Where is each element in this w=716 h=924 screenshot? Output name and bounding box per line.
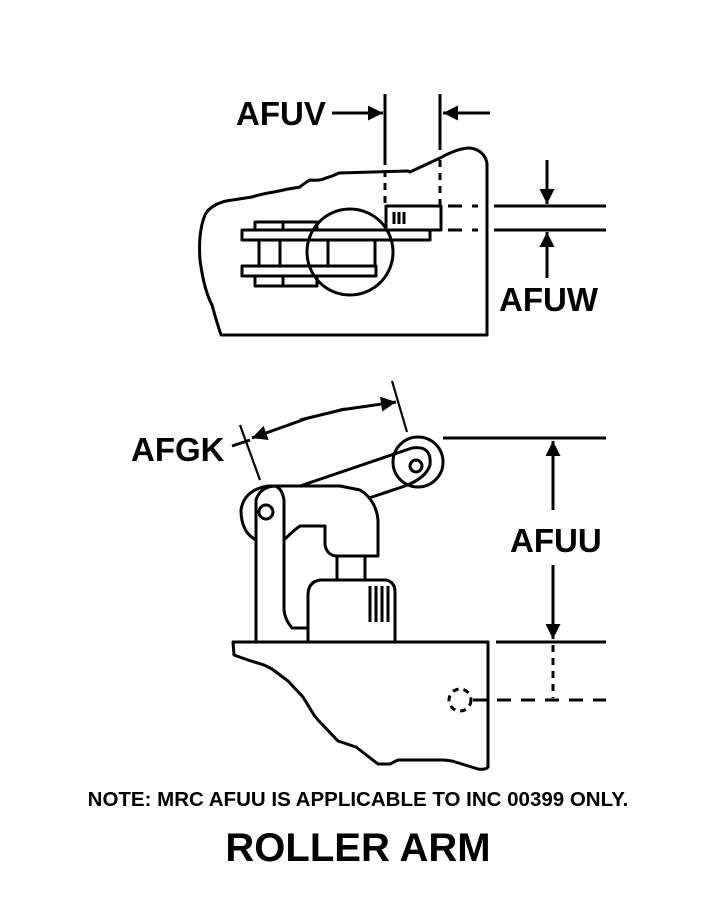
upper-link bbox=[253, 220, 319, 232]
afuv-label: AFUV bbox=[236, 95, 326, 132]
afgk-arrow-left bbox=[251, 416, 309, 441]
mounting-hole-hidden bbox=[447, 687, 473, 713]
top-view-housing-outline bbox=[198, 146, 489, 337]
lever-arm-bottom bbox=[368, 484, 406, 500]
roller-axle bbox=[408, 458, 424, 474]
afgk-label: AFGK bbox=[131, 431, 225, 468]
diagram-title: ROLLER ARM bbox=[225, 826, 491, 870]
applicability-note: NOTE: MRC AFUU IS APPLICABLE TO INC 0039… bbox=[87, 788, 629, 811]
switch-block bbox=[384, 204, 443, 232]
roller-circle bbox=[305, 207, 395, 297]
afgk-arrow-right bbox=[339, 396, 397, 412]
afuw-label: AFUW bbox=[499, 281, 598, 318]
afuu-label: AFUU bbox=[510, 522, 602, 559]
top-view bbox=[198, 94, 606, 337]
plunger bbox=[335, 554, 367, 582]
lower-link bbox=[253, 274, 319, 288]
side-view bbox=[231, 380, 606, 771]
upper-plate bbox=[240, 228, 432, 242]
base-block-outline bbox=[231, 640, 490, 771]
arm-bracket bbox=[254, 484, 308, 642]
roller-wheel bbox=[391, 435, 445, 489]
arm-pivot bbox=[257, 503, 275, 521]
